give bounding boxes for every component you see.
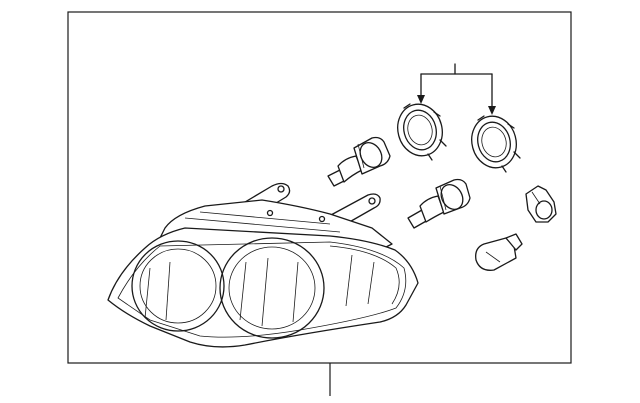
bulb-socket-icon	[525, 185, 557, 223]
retaining-ring-icon	[471, 115, 521, 173]
wedge-bulb-icon	[475, 233, 523, 271]
retaining-ring-icon	[397, 103, 447, 161]
arrow-down-icon	[488, 106, 496, 115]
halogen-bulb-icon	[327, 136, 391, 187]
ring-callout-bracket	[417, 63, 496, 115]
diagram-frame	[67, 11, 572, 364]
arrow-down-icon	[417, 95, 425, 104]
halogen-bulb-icon	[407, 178, 471, 229]
headlamp-icon	[107, 182, 419, 348]
